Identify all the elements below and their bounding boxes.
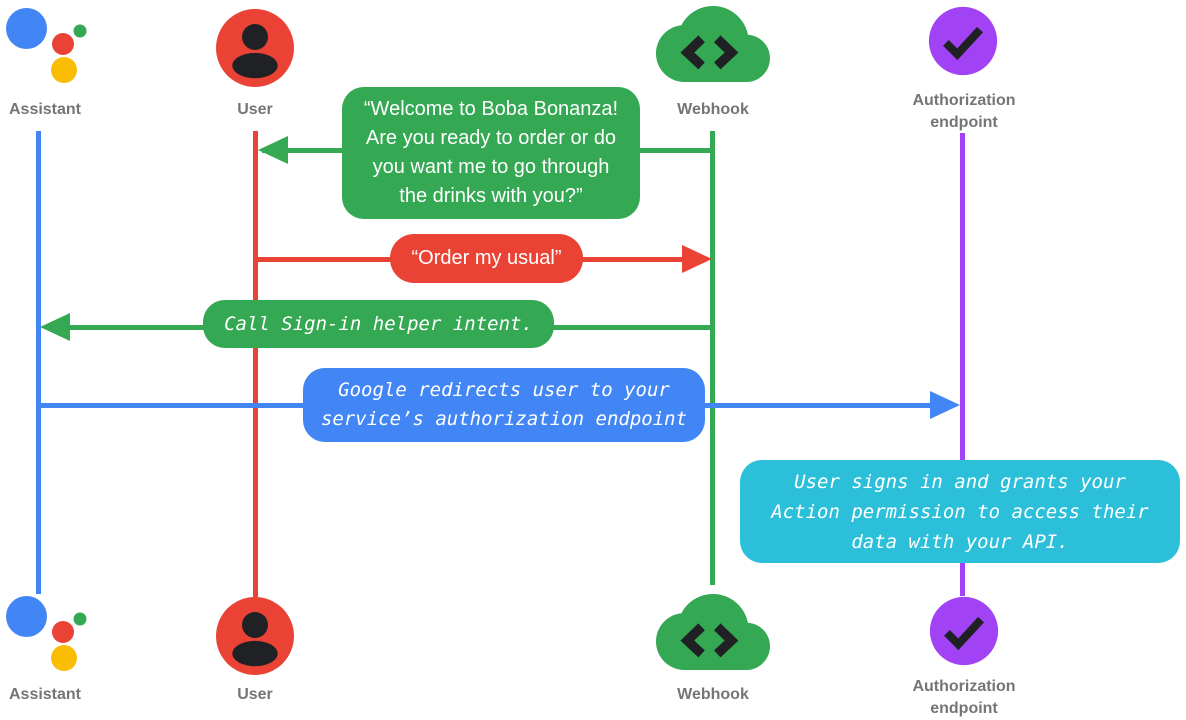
authorization-check-icon	[929, 596, 999, 666]
user-icon	[216, 9, 294, 87]
order-message-bubble: “Order my usual”	[390, 234, 583, 283]
assistant-lifeline	[36, 131, 41, 594]
webhook-label-top: Webhook	[677, 101, 749, 118]
webhook-cloud-icon	[656, 6, 770, 82]
signin-message-bubble: Call Sign-in helper intent.	[203, 300, 554, 348]
assistant-label-bottom: Assistant	[8, 686, 82, 703]
order-arrowhead-right-icon	[682, 245, 712, 273]
user-label-bottom: User	[237, 686, 273, 703]
webhook-label-bottom: Webhook	[677, 686, 749, 703]
user-icon	[216, 597, 294, 675]
authorization-endpoint-label-top: Authorization endpoint	[912, 92, 1016, 131]
signin-arrowhead-left-icon	[40, 313, 70, 341]
redirect-message-bubble: Google redirects user to your service’s …	[303, 368, 705, 442]
redirect-arrowhead-right-icon	[930, 391, 960, 419]
webhook-lifeline	[710, 131, 715, 585]
google-assistant-logo-icon	[6, 8, 87, 83]
webhook-cloud-icon	[656, 594, 770, 670]
authorization-endpoint-lifeline	[960, 133, 965, 596]
google-assistant-logo-icon	[6, 596, 87, 671]
welcome-arrowhead-left-icon	[258, 136, 288, 164]
authorization-check-icon	[928, 6, 998, 76]
assistant-label-top: Assistant	[8, 101, 82, 118]
user-label-top: User	[237, 101, 273, 118]
user-lifeline	[253, 131, 258, 597]
grant-note-bubble: User signs in and grants your Action per…	[740, 460, 1180, 563]
authorization-endpoint-label-bottom: Authorization endpoint	[912, 678, 1016, 717]
welcome-message-bubble: “Welcome to Boba Bonanza! Are you ready …	[342, 87, 640, 219]
